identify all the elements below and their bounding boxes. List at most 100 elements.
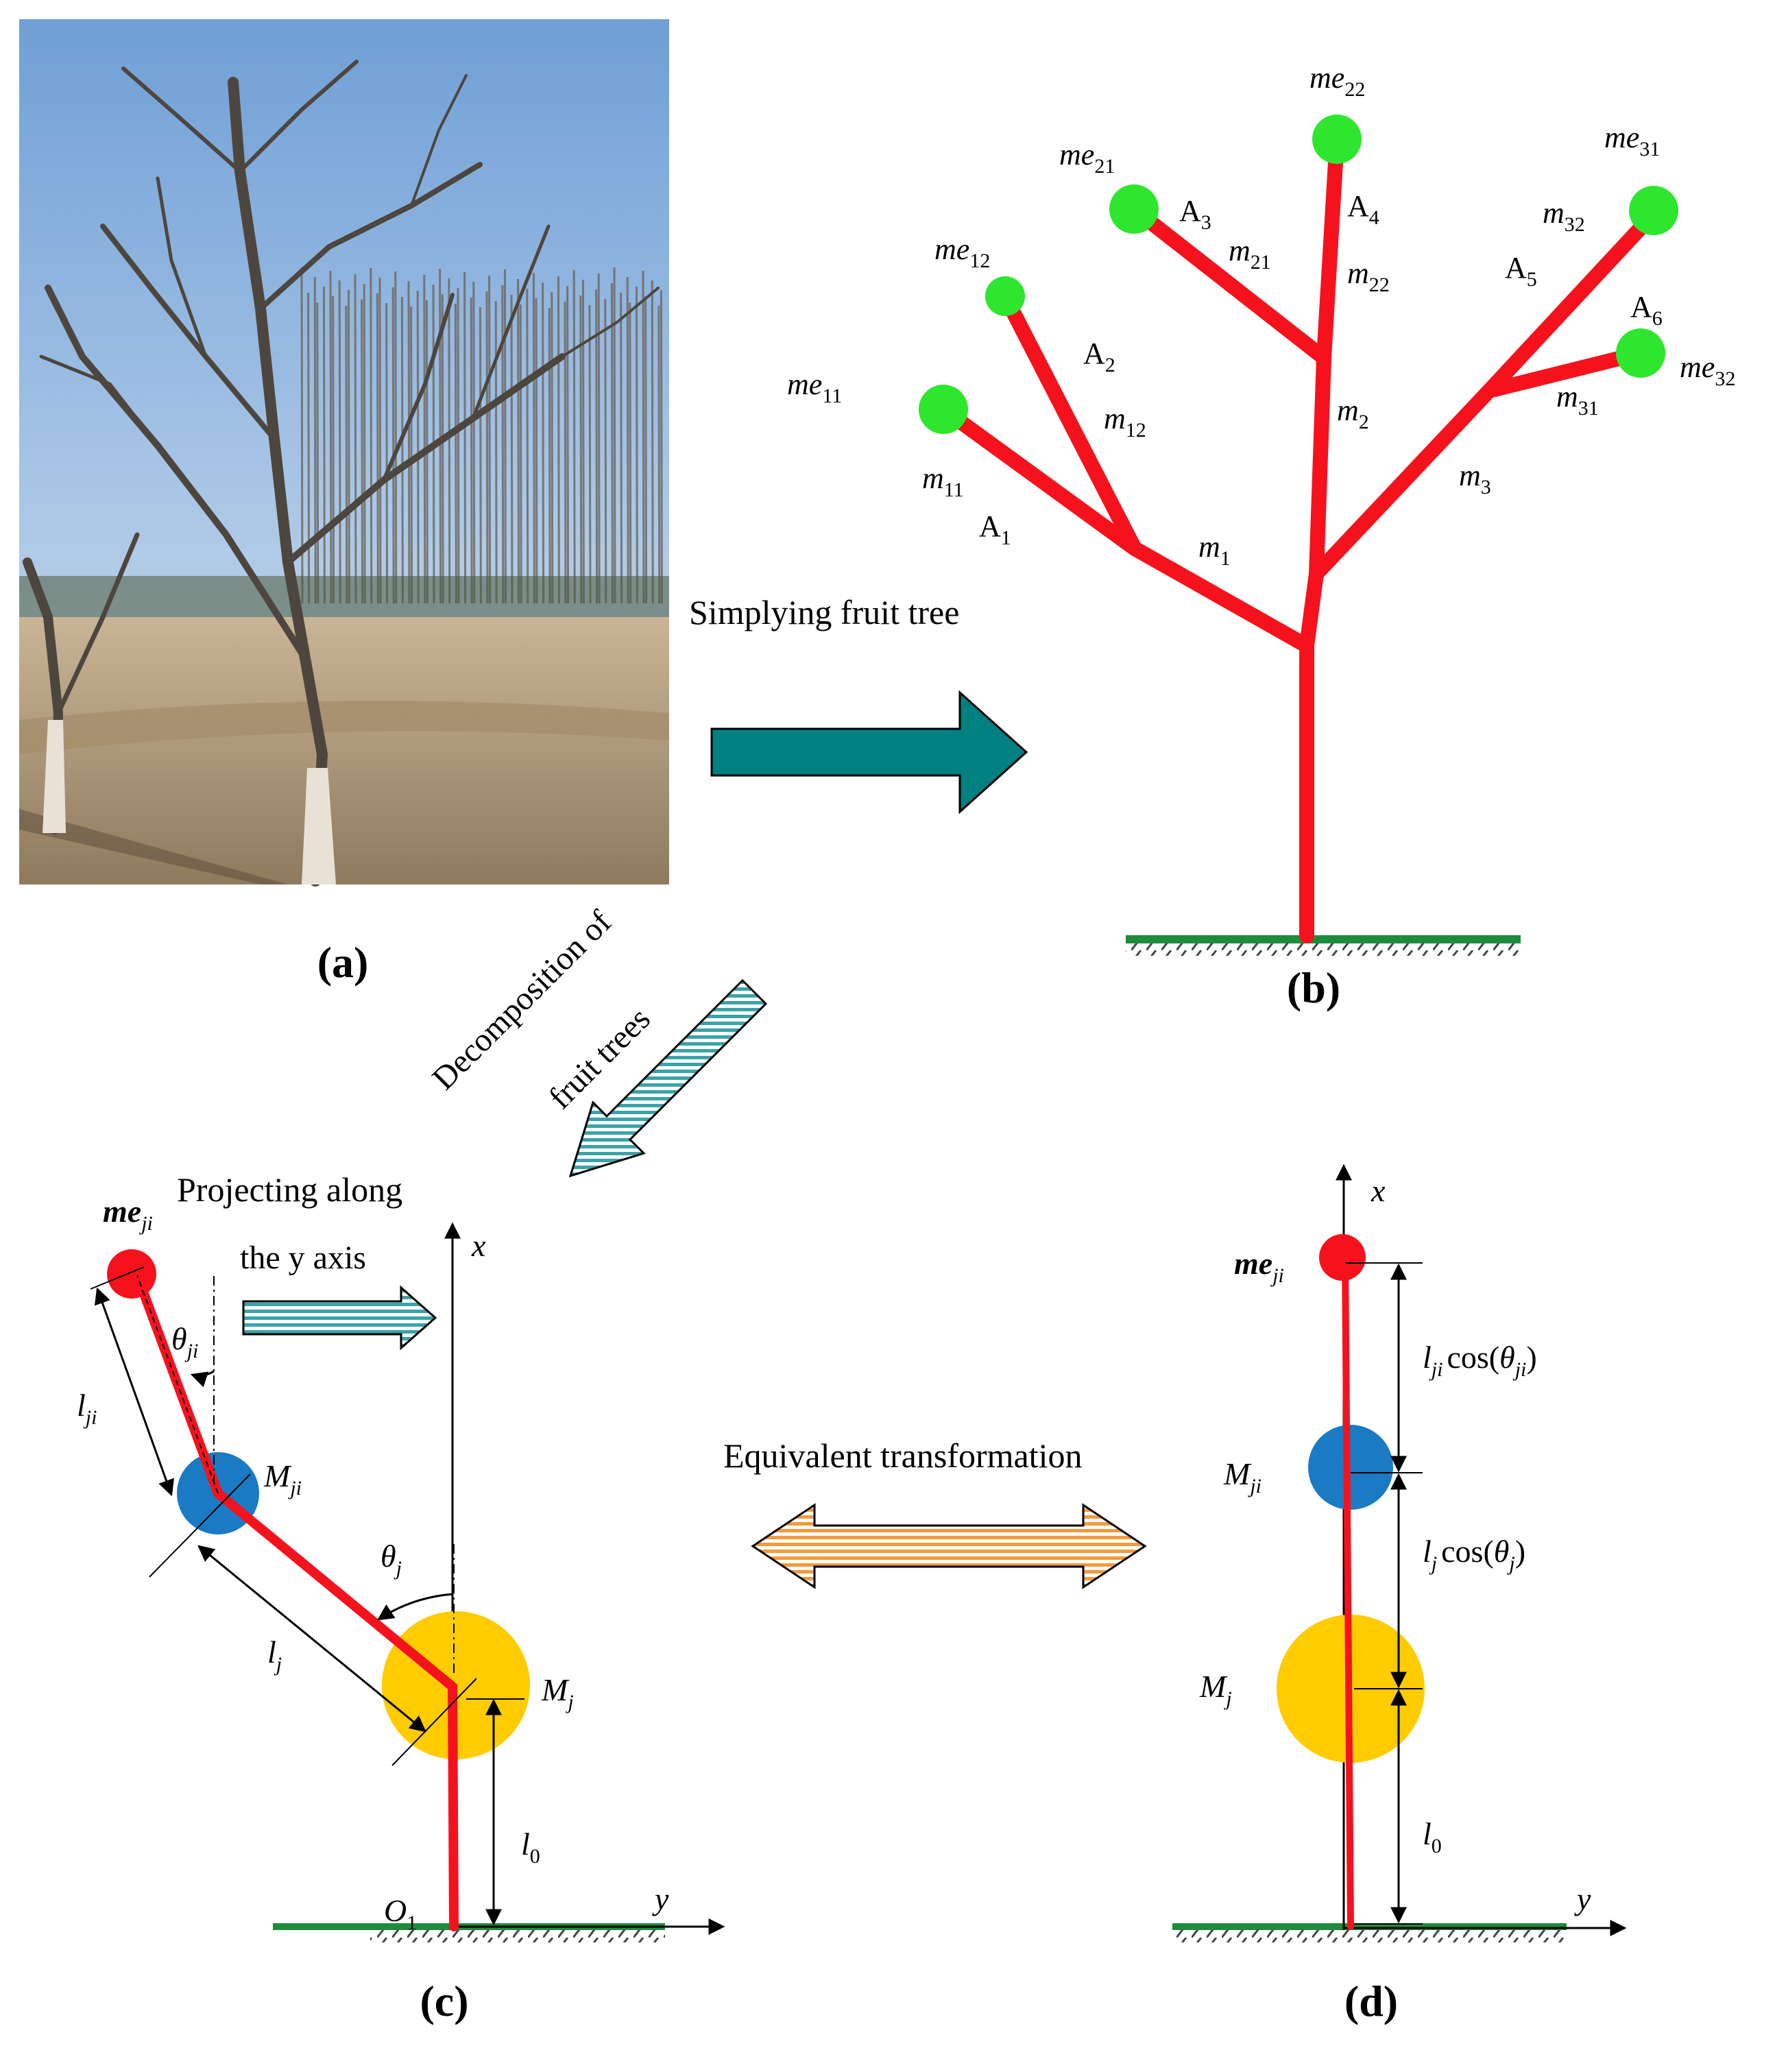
poplar-trunk (378, 277, 382, 604)
poplar-trunk (479, 306, 482, 604)
poplar-trunk (457, 287, 460, 604)
end-mass-me11 (919, 385, 968, 434)
axis-x-d-label: x (1371, 1173, 1386, 1208)
panel-b-label: (b) (1287, 963, 1340, 1012)
poplar-trunk (448, 278, 451, 604)
label-me11: me11 (787, 368, 842, 407)
poplar-trunk (551, 291, 554, 604)
poplar-trunk (642, 270, 645, 604)
poplar-trunk (329, 270, 333, 604)
label-m3: m3 (1459, 459, 1491, 498)
poplar-trunk (626, 276, 629, 604)
label-m1: m1 (1198, 530, 1231, 570)
poplar-trunk (635, 286, 638, 604)
poplar-trunk (510, 294, 514, 604)
label-me22: me22 (1309, 61, 1365, 101)
axis-y-d-label: y (1574, 1881, 1591, 1916)
panel-c-labels: meji θji lji Mji θj lj Mj l0 O1 (77, 1194, 574, 1934)
label-l-j: lj (267, 1635, 282, 1676)
poplar-trunk (441, 293, 444, 604)
poplar-trunk (391, 287, 395, 604)
poplar-trunk (613, 267, 616, 604)
label-m22: m22 (1347, 256, 1390, 296)
end-mass-me31 (1629, 186, 1678, 235)
poplar-trunk (363, 283, 366, 604)
poplar-trunk (535, 298, 538, 604)
poplar-trunk (354, 274, 357, 604)
poplar-trunk (660, 289, 663, 604)
poplar-trunk (604, 298, 607, 604)
poplar-trunk (629, 302, 632, 604)
angle-arc-theta-ji (190, 1370, 215, 1388)
label-m12: m12 (1104, 402, 1146, 442)
end-mass-me21 (1109, 184, 1159, 234)
poplar-trunk (595, 289, 599, 604)
label-Mji-d: Mji (1223, 1456, 1261, 1497)
poplar-trunk (557, 276, 560, 604)
poplar-trunk (463, 272, 467, 604)
label-me31: me31 (1604, 121, 1660, 160)
label-O1: O1 (384, 1893, 417, 1934)
label-A1: A1 (979, 509, 1011, 549)
walnut-tree-silhouette (23, 60, 660, 887)
label-me12: me12 (934, 232, 990, 272)
panel-a-photo (19, 19, 669, 887)
panel-d-label: (d) (1344, 1977, 1398, 2025)
end-mass-me32 (1616, 328, 1665, 378)
dim-ext-low (391, 1678, 477, 1766)
dim-l-j (197, 1545, 426, 1733)
end-mass-me22 (1312, 115, 1362, 164)
label-A6: A6 (1630, 290, 1663, 330)
label-Mj-c: Mj (541, 1672, 574, 1713)
poplar-trunk (470, 297, 473, 604)
label-A4: A4 (1347, 189, 1379, 229)
branch-m2 (1299, 132, 1344, 653)
simplify-arrow-label: Simplying fruit tree (689, 593, 959, 631)
dim-ext-top (90, 1266, 145, 1290)
poplar-trunk (517, 278, 520, 604)
poplar-trunk (620, 292, 623, 604)
poplar-trunk (338, 280, 341, 604)
poplar-trunk (548, 307, 551, 604)
label-m32: m32 (1543, 196, 1585, 236)
mass-Mji-d (1308, 1425, 1393, 1510)
label-l0-c: l0 (521, 1827, 540, 1868)
branch-m31 (1482, 346, 1648, 398)
panel-b-tree (919, 115, 1678, 956)
rod-d (1342, 1254, 1354, 1930)
poplar-trunk (542, 282, 545, 604)
ground-d-hatch (1172, 1930, 1567, 1942)
label-theta-ji: θji (171, 1321, 198, 1362)
poplar-trunk (410, 306, 413, 604)
label-meji-d: meji (1234, 1246, 1284, 1287)
poplar-trunk (454, 303, 457, 604)
dim-l-ji (95, 1287, 174, 1497)
panel-c-model: x y (90, 1222, 725, 1942)
ground-c-hatch (370, 1930, 665, 1942)
poplar-trunk (370, 267, 373, 604)
axis-y-c-label: y (652, 1881, 669, 1916)
poplar-trunk (651, 280, 654, 604)
label-me32: me32 (1680, 350, 1735, 390)
panel-d-model: x y (1172, 1164, 1627, 1942)
poplar-trunk (519, 304, 522, 604)
end-mass-me12 (985, 276, 1025, 316)
poplar-trunk (376, 293, 379, 604)
poplar-trunk (532, 272, 535, 604)
panel-b-labels: me11 me12 me21 me22 me31 me32 A1 A2 A3 A… (787, 61, 1735, 570)
poplar-trunk (439, 268, 442, 604)
label-m11: m11 (922, 461, 964, 501)
label-Mji-c: Mji (263, 1458, 302, 1499)
label-A2: A2 (1083, 337, 1115, 376)
label-Mj-d: Mj (1199, 1669, 1232, 1710)
label-l0-d: l0 (1423, 1816, 1442, 1857)
axis-x-c-label: x (471, 1228, 486, 1263)
poplar-trunk (644, 296, 648, 604)
label-me21: me21 (1059, 138, 1115, 178)
poplar-trunk (526, 288, 529, 604)
poplar-trunk (345, 305, 348, 604)
poplar-trunk (572, 269, 576, 604)
